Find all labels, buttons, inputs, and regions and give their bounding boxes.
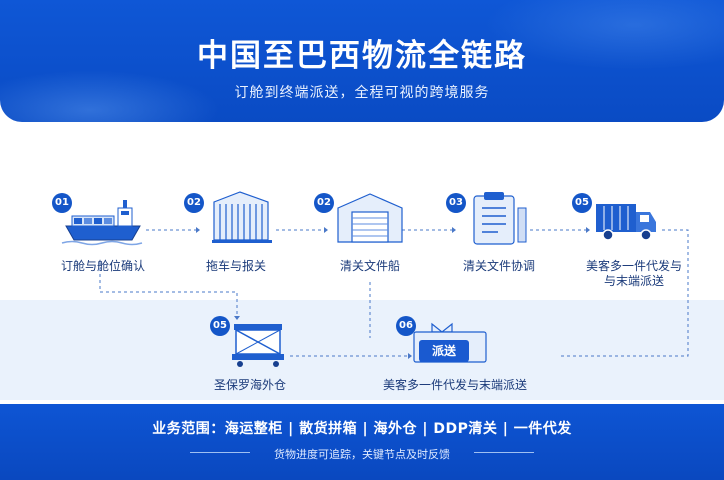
step-label-sao-paulo: 圣保罗海外仓: [213, 378, 286, 392]
step-number-3: 02: [314, 193, 334, 213]
warehouse-icon: [337, 193, 403, 243]
step-number-2: 02: [184, 193, 204, 213]
step-label-last-mile: 美客多一件代发与末端派送: [382, 378, 527, 392]
arrowhead-4: [586, 227, 590, 233]
arrowhead-1: [196, 227, 200, 233]
link-1-down: [99, 262, 238, 316]
container-icon: [212, 191, 272, 243]
step-number-7: 06: [396, 316, 416, 336]
lower-row-band: [0, 300, 724, 400]
service-scope: 业务范围：海运整柜 | 散货拼箱 | 海外仓 | DDP清关 | 一件代发: [152, 421, 572, 437]
arrowhead-3: [452, 227, 456, 233]
arrowhead-2: [324, 227, 328, 233]
arrowhead-5: [234, 316, 240, 320]
cart-container-icon: [232, 324, 284, 367]
step-label-customs-docs: 清关文件协调: [462, 259, 535, 273]
page-title: 中国至巴西物流全链路: [197, 38, 527, 74]
header-glow-right: [484, 0, 724, 70]
arrowhead-6: [408, 353, 412, 359]
page-subtitle: 订舱到终端派送，全程可视的跨境服务: [234, 85, 490, 101]
divider-left: [190, 452, 250, 453]
step-label-customs-ship: 清关文件船: [339, 259, 400, 273]
header-glow: [0, 70, 220, 122]
step-number-4: 03: [446, 193, 466, 213]
step-number-6: 05: [210, 316, 230, 336]
divider-right: [474, 452, 534, 453]
step-number-1: 01: [52, 193, 72, 213]
clipboard-icon: [473, 192, 527, 245]
header-banner: [0, 0, 724, 122]
footer-banner: [0, 404, 724, 480]
step-label-trucking: 拖车与报关: [205, 259, 266, 273]
link-5-down: [558, 229, 689, 357]
step-label-booking: 订舱与舱位确认: [60, 259, 145, 273]
delivery-truck-icon: [596, 204, 656, 241]
step-label-fulfillment-line1: 美客多一件代发与: [585, 259, 682, 273]
cargo-ship-icon: [61, 200, 143, 246]
step-label-fulfillment-line2: 与末端派送: [603, 274, 664, 288]
step-number-5: 05: [572, 193, 592, 213]
dispatch-tag: 派送: [419, 340, 469, 362]
tracking-note: 货物进度可追踪，关键节点及时反馈: [274, 448, 450, 461]
